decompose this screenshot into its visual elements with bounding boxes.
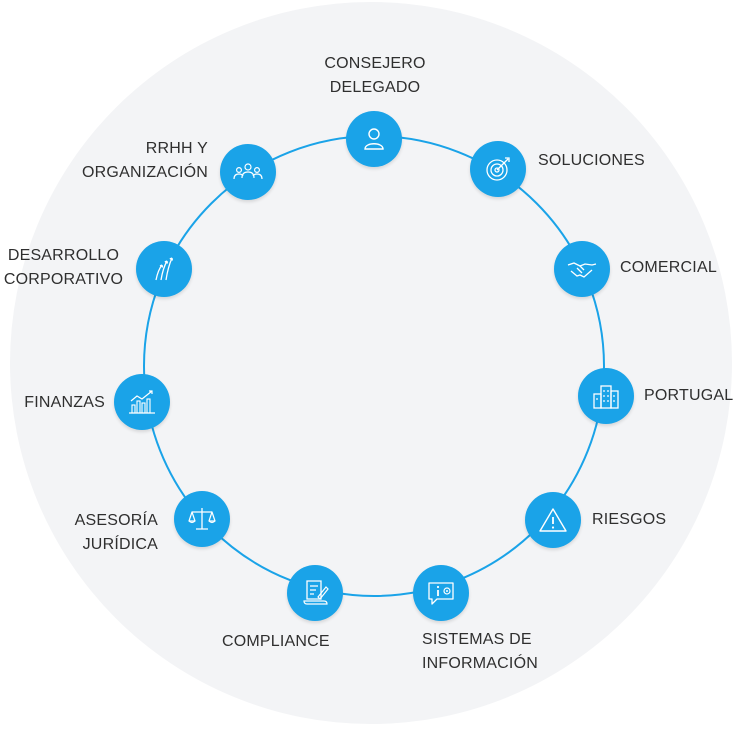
node-asesoria-juridica[interactable] <box>174 491 230 547</box>
node-riesgos[interactable] <box>525 492 581 548</box>
label-line: ASESORÍA <box>74 512 158 529</box>
label-line: FINANZAS <box>24 394 105 411</box>
label-line: INFORMACIÓN <box>422 655 538 672</box>
node-desarrollo-corporativo[interactable] <box>136 241 192 297</box>
label-line: DELEGADO <box>329 79 421 96</box>
node-sistemas-de-informacion[interactable] <box>413 565 469 621</box>
label-asesoria-juridica: ASESORÍA JURÍDICA <box>38 509 158 557</box>
people-group-icon <box>233 163 263 180</box>
node-soluciones[interactable] <box>470 141 526 197</box>
label-line: ORGANIZACIÓN <box>82 164 208 181</box>
label-soluciones: SOLUCIONES <box>538 149 645 173</box>
label-line: COMERCIAL <box>620 259 717 276</box>
node-comercial[interactable] <box>554 241 610 297</box>
label-line: PORTUGAL <box>644 387 734 404</box>
node-consejero-delegado[interactable] <box>346 111 402 167</box>
node-rrhh-y-organizacion[interactable] <box>220 144 276 200</box>
label-line: RIESGOS <box>592 511 667 528</box>
label-comercial: COMERCIAL <box>620 256 717 280</box>
target-icon <box>486 157 510 181</box>
warning-icon <box>539 508 567 532</box>
handshake-icon <box>567 262 597 278</box>
label-line: CONSEJERO <box>324 55 426 72</box>
label-line: SOLUCIONES <box>538 152 645 169</box>
label-line: DESARROLLO <box>7 247 120 264</box>
document-sign-icon <box>303 580 329 605</box>
bar-chart-icon <box>129 390 155 414</box>
scales-icon <box>188 508 216 530</box>
label-portugal: PORTUGAL <box>644 384 733 408</box>
label-line: CORPORATIVO <box>3 271 124 288</box>
label-line: RRHH Y <box>145 140 208 157</box>
node-portugal[interactable] <box>578 368 634 424</box>
person-icon <box>364 128 384 150</box>
node-compliance[interactable] <box>287 565 343 621</box>
label-line: SISTEMAS DE <box>422 631 532 648</box>
growth-arrows-icon <box>155 257 174 281</box>
label-desarrollo-corporativo: DESARROLLO CORPORATIVO <box>0 244 127 292</box>
label-finanzas: FINANZAS <box>4 391 105 415</box>
info-chat-icon <box>428 582 454 605</box>
label-riesgos: RIESGOS <box>592 508 666 532</box>
node-finanzas[interactable] <box>114 374 170 430</box>
label-rrhh-y-organizacion: RRHH Y ORGANIZACIÓN <box>64 137 208 185</box>
label-line: COMPLIANCE <box>222 633 330 650</box>
label-consejero-delegado: CONSEJERO DELEGADO <box>305 52 445 100</box>
label-sistemas-de-informacion: SISTEMAS DE INFORMACIÓN <box>422 628 538 676</box>
buildings-icon <box>593 385 619 409</box>
label-compliance: COMPLIANCE <box>222 630 330 654</box>
label-line: JURÍDICA <box>82 536 158 553</box>
